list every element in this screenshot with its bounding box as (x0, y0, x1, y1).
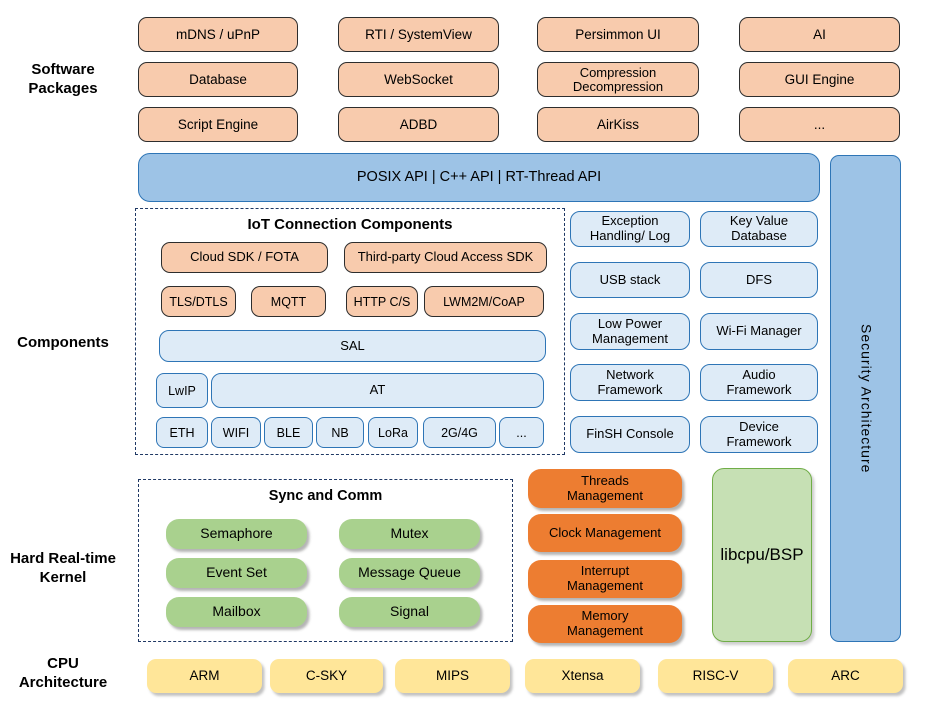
link-eth: ETH (156, 417, 208, 448)
pkg-websocket: WebSocket (338, 62, 499, 97)
box-mqtt: MQTT (251, 286, 326, 317)
sync-semaphore: Semaphore (166, 519, 307, 549)
box-third-party-cloud-sdk: Third-party Cloud Access SDK (344, 242, 547, 273)
svc-key-value-db: Key Value Database (700, 211, 818, 247)
svc-dfs: DFS (700, 262, 818, 298)
cpu-csky: C-SKY (270, 659, 383, 693)
mgmt-clock: Clock Management (528, 514, 682, 552)
box-lwm2m-coap: LWM2M/CoAP (424, 286, 544, 317)
pkg-airkiss: AirKiss (537, 107, 699, 142)
libcpu-bsp-box: libcpu/BSP (712, 468, 812, 642)
posix-api-bar: POSIX API | C++ API | RT-Thread API (138, 153, 820, 202)
link-more: ... (499, 417, 544, 448)
cpu-mips: MIPS (395, 659, 510, 693)
pkg-database: Database (138, 62, 298, 97)
sync-comm-title: Sync and Comm (268, 488, 383, 504)
kernel-sync-group: Sync and Comm Semaphore Mutex Event Set … (138, 479, 513, 642)
pkg-rti-systemview: RTI / SystemView (338, 17, 499, 52)
sync-mailbox: Mailbox (166, 597, 307, 627)
pkg-adbd: ADBD (338, 107, 499, 142)
security-architecture-bar: Security Architecture (830, 155, 901, 642)
box-sal: SAL (159, 330, 546, 362)
label-cpu-architecture: CPU Architecture (18, 655, 108, 691)
box-at: AT (211, 373, 544, 408)
cpu-xtensa: Xtensa (525, 659, 640, 693)
svc-network-framework: Network Framework (570, 364, 690, 401)
sync-event-set: Event Set (166, 558, 307, 588)
cpu-arc: ARC (788, 659, 903, 693)
label-software-packages: Software Packages (28, 61, 98, 97)
mgmt-interrupt: Interrupt Management (528, 560, 682, 598)
pkg-mdns-upnp: mDNS / uPnP (138, 17, 298, 52)
svc-wifi-manager: Wi-Fi Manager (700, 313, 818, 350)
link-ble: BLE (264, 417, 313, 448)
security-architecture-label: Security Architecture (858, 323, 875, 474)
box-http-cs: HTTP C/S (346, 286, 418, 317)
sync-signal: Signal (339, 597, 480, 627)
box-lwip: LwIP (156, 373, 208, 408)
svc-finsh-console: FinSH Console (570, 416, 690, 453)
svc-device-framework: Device Framework (700, 416, 818, 453)
iot-components-group: IoT Connection Components Cloud SDK / FO… (135, 208, 565, 455)
mgmt-threads: Threads Management (528, 469, 682, 508)
pkg-compression-decompression: Compression Decompression (537, 62, 699, 97)
iot-components-title: IoT Connection Components (247, 216, 453, 233)
link-2g4g: 2G/4G (423, 417, 496, 448)
pkg-script-engine: Script Engine (138, 107, 298, 142)
sync-message-queue: Message Queue (339, 558, 480, 588)
svc-low-power: Low Power Management (570, 313, 690, 350)
mgmt-memory: Memory Management (528, 605, 682, 643)
link-wifi: WIFI (211, 417, 261, 448)
pkg-ai: AI (739, 17, 900, 52)
cpu-riscv: RISC-V (658, 659, 773, 693)
label-kernel: Hard Real-time Kernel (10, 550, 116, 586)
link-nb: NB (316, 417, 364, 448)
box-cloud-sdk-fota: Cloud SDK / FOTA (161, 242, 328, 273)
label-components: Components (17, 334, 109, 351)
svc-audio-framework: Audio Framework (700, 364, 818, 401)
svc-exception-log: Exception Handling/ Log (570, 211, 690, 247)
sync-mutex: Mutex (339, 519, 480, 549)
svc-usb-stack: USB stack (570, 262, 690, 298)
cpu-arm: ARM (147, 659, 262, 693)
pkg-more: ... (739, 107, 900, 142)
link-lora: LoRa (368, 417, 418, 448)
box-tls-dtls: TLS/DTLS (161, 286, 236, 317)
pkg-persimmon-ui: Persimmon UI (537, 17, 699, 52)
pkg-gui-engine: GUI Engine (739, 62, 900, 97)
